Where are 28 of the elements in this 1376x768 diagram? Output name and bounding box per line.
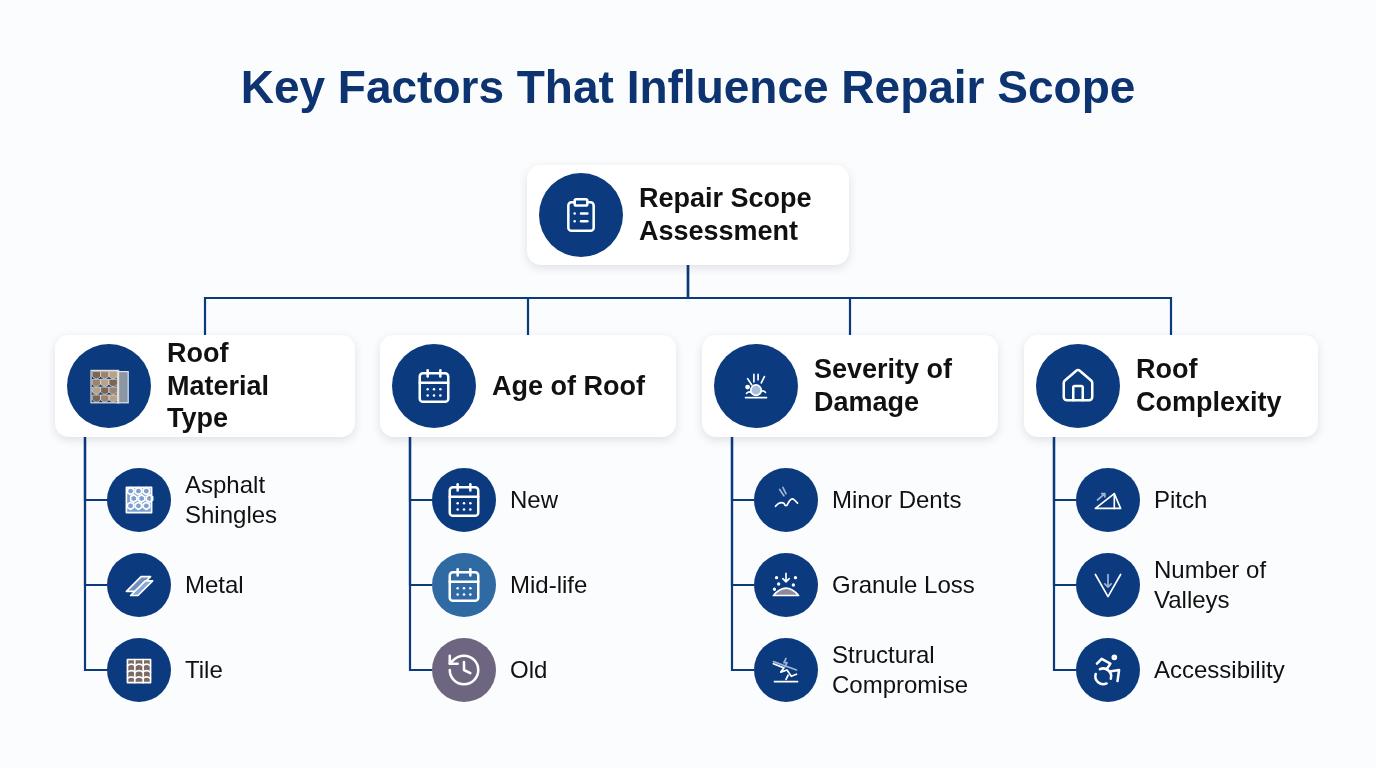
connector-line bbox=[686, 265, 1173, 335]
card-title: Age of Roof bbox=[492, 369, 645, 403]
card-title: Roof Complexity bbox=[1136, 353, 1283, 419]
root-card bbox=[527, 165, 849, 265]
item-label: Pitch bbox=[1154, 485, 1209, 515]
card-title: Roof Material Type bbox=[167, 336, 271, 436]
item-label: Metal bbox=[185, 570, 245, 600]
connector-line bbox=[83, 437, 107, 672]
card-title: Repair Scope Assessment bbox=[639, 182, 813, 248]
item-label: New bbox=[510, 485, 559, 515]
item-label: Old bbox=[510, 655, 549, 685]
item-label: Minor Dents bbox=[832, 485, 963, 515]
item-label: Tile bbox=[185, 655, 224, 685]
category-card bbox=[380, 335, 676, 437]
item-label: Accessibility bbox=[1154, 655, 1286, 685]
category-card bbox=[55, 335, 355, 437]
connector-line bbox=[730, 437, 754, 672]
category-card bbox=[1024, 335, 1318, 437]
item-label: Number of Valleys bbox=[1154, 555, 1268, 615]
diagram-title: Key Factors That Influence Repair Scope bbox=[240, 60, 1136, 114]
connector-line bbox=[1052, 437, 1076, 672]
item-label: Structural Compromise bbox=[832, 640, 970, 700]
item-label: Mid-life bbox=[510, 570, 589, 600]
category-card bbox=[702, 335, 998, 437]
card-title: Severity of Damage bbox=[814, 353, 954, 419]
item-label: Granule Loss bbox=[832, 570, 976, 600]
item-label: Asphalt Shingles bbox=[185, 470, 279, 530]
connector-line bbox=[408, 437, 432, 672]
